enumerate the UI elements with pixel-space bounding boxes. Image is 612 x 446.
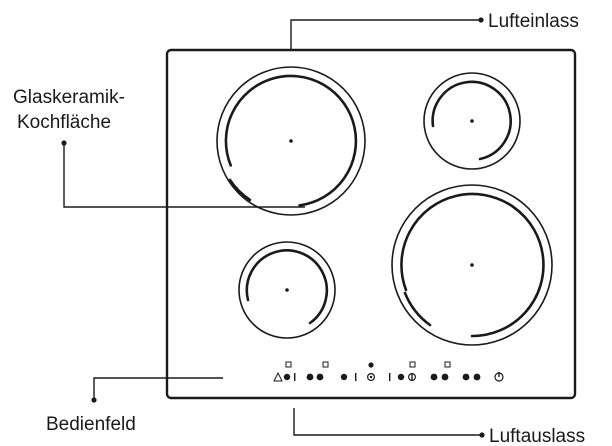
zone-indicator-2 (322, 361, 329, 368)
callout-ceramic-surface (61, 140, 305, 208)
touch-key-row (273, 371, 504, 382)
zone-indicator-1 (285, 361, 292, 368)
callout-control-panel (91, 377, 223, 403)
label-control-panel: Bedienfeld (46, 414, 136, 435)
cooktop-glass-panel (165, 48, 577, 400)
label-ceramic-surface-line1: Glaskeramik- (13, 87, 125, 108)
label-air-outlet: Luftauslass (489, 426, 585, 446)
burner-front-right-large (391, 184, 553, 346)
label-air-inlet: Lufteinlass (488, 11, 579, 32)
burner-rear-right-small (423, 72, 521, 170)
zone-indicator-3 (368, 362, 374, 368)
callout-air-outlet (293, 408, 485, 438)
zone-indicator-4 (409, 361, 416, 368)
burner-front-left-large (216, 66, 366, 216)
label-ceramic-surface-line2: Kochfläche (17, 112, 111, 133)
zone-indicator-5 (444, 361, 451, 368)
control-panel-symbols (273, 361, 504, 382)
burner-front-left-small (238, 241, 336, 339)
callout-air-inlet (290, 17, 484, 50)
